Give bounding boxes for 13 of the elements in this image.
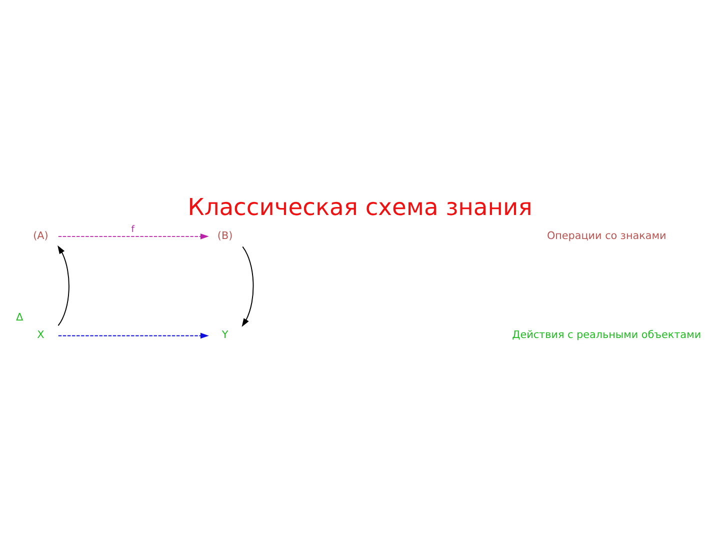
node-text: Y bbox=[222, 328, 228, 341]
arrow bbox=[58, 244, 70, 326]
node-label: ∆ bbox=[16, 311, 24, 324]
edge-label: f bbox=[131, 224, 134, 235]
label: Операции со знаками bbox=[546, 229, 666, 242]
arrow bbox=[242, 246, 254, 326]
node-text: (B) bbox=[217, 229, 233, 242]
node-text: (A) bbox=[33, 229, 48, 242]
diagram-title: Классическая схема знания bbox=[188, 192, 532, 220]
arrow bbox=[58, 232, 209, 239]
arrow bbox=[58, 332, 209, 338]
node-text: X bbox=[37, 328, 44, 341]
label: Действия с реальными объектами bbox=[512, 328, 702, 341]
